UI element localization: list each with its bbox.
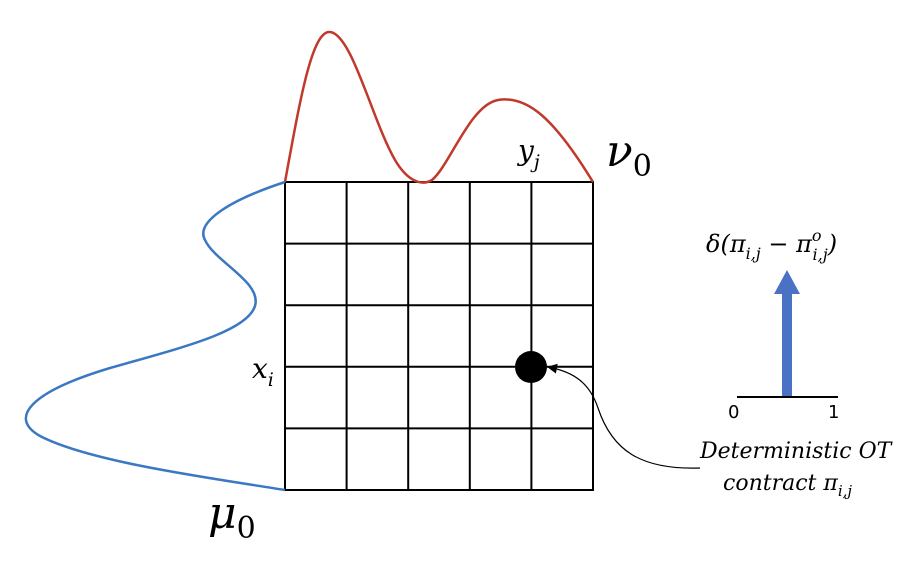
- pointer-arrow: [547, 363, 701, 469]
- axis-tick-0: 0: [728, 402, 739, 423]
- nu-distribution-curve: [283, 30, 595, 184]
- mu-distribution-curve: [24, 180, 286, 492]
- mu-label: μ0: [208, 488, 256, 546]
- y-label: yj: [516, 134, 540, 173]
- transport-grid: [284, 181, 594, 491]
- x-label: xi: [252, 352, 274, 391]
- nu-label: ν0: [606, 126, 652, 184]
- caption-line-1: Deterministic OT: [699, 439, 894, 464]
- axis-tick-1: 1: [828, 402, 839, 423]
- grid-border: [284, 181, 594, 491]
- delta-spike-arrow: [774, 270, 800, 396]
- contract-point: [515, 351, 547, 383]
- caption-line-2: contract πi,j: [723, 471, 852, 500]
